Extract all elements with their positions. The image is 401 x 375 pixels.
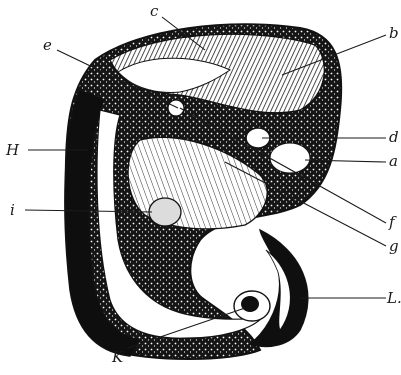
label-e: e xyxy=(43,36,52,54)
bulb-i xyxy=(149,198,181,226)
tail-l xyxy=(250,230,308,346)
cavity-a xyxy=(270,143,310,173)
label-i: i xyxy=(10,201,15,219)
label-g: g xyxy=(389,237,399,255)
label-a: a xyxy=(389,152,398,170)
label-c: c xyxy=(150,2,159,20)
bulb-k-core xyxy=(241,296,259,312)
label-f: f xyxy=(388,213,397,231)
label-L: L. xyxy=(386,289,401,307)
label-d: d xyxy=(389,128,399,146)
label-K: K xyxy=(111,348,124,366)
label-b: b xyxy=(389,24,399,42)
knob-e xyxy=(168,100,184,116)
label-H: H xyxy=(5,141,20,159)
